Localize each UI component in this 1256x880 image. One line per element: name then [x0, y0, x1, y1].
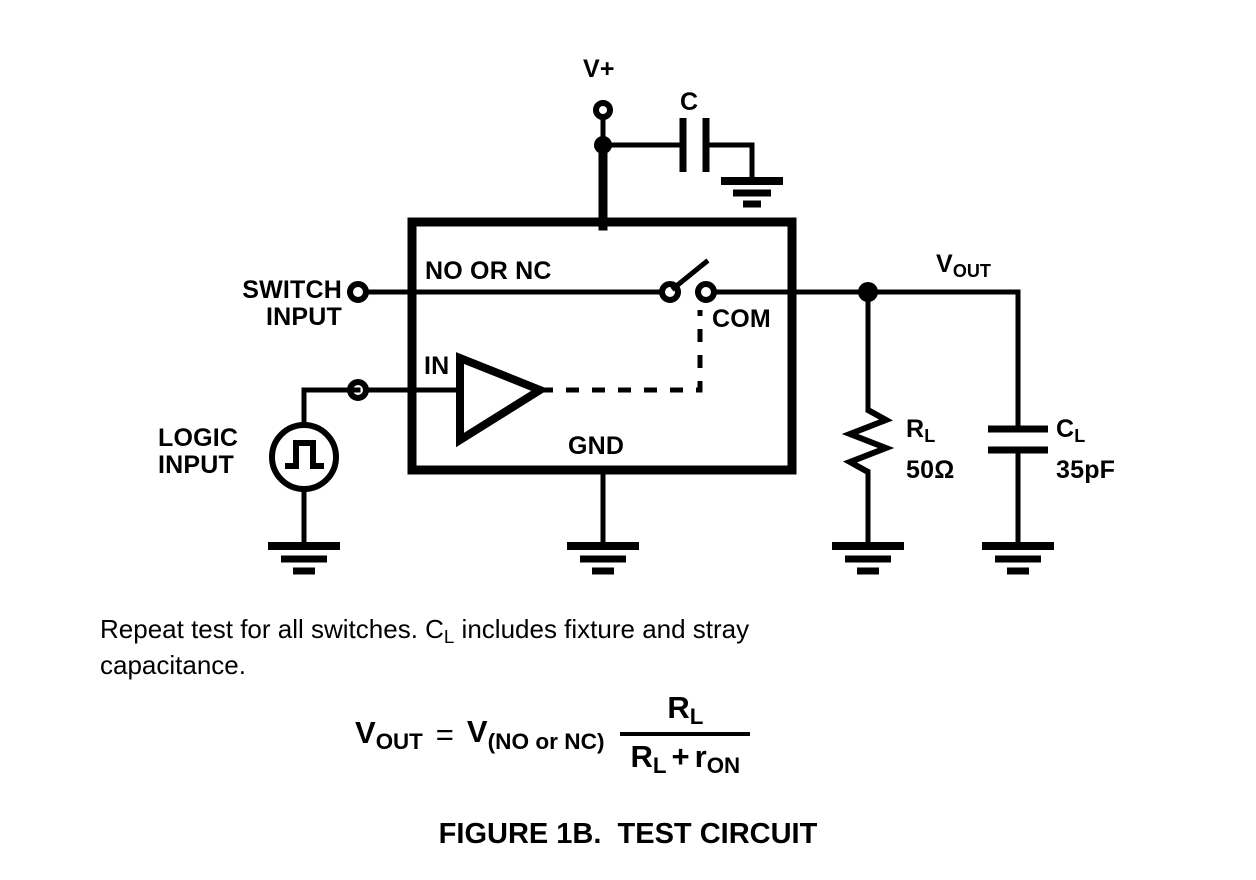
formula-equals: = — [435, 716, 454, 752]
label-cl-value: 35pF — [1056, 456, 1116, 484]
formula-numerator-sub: L — [689, 704, 704, 730]
label-rl-sub: L — [924, 426, 936, 447]
label-cl-main: C — [1056, 415, 1075, 443]
note-line-1: Repeat test for all switches. CL include… — [100, 612, 749, 650]
label-in-pin: IN — [424, 352, 450, 380]
formula-numerator: RL — [657, 690, 713, 732]
ground-symbol-rl — [832, 542, 904, 575]
formula-fraction-bar — [620, 732, 751, 737]
label-switch-input-line2: INPUT — [266, 303, 342, 331]
label-vout: VOUT — [936, 250, 991, 281]
label-logic-input-line1: LOGIC — [158, 424, 239, 452]
label-cl: CL — [1056, 415, 1085, 446]
formula-rhs-voltage: V(NO or NC) — [467, 714, 605, 755]
label-rl: RL — [906, 415, 935, 446]
label-vout-sub: OUT — [952, 261, 991, 282]
label-cl-sub: L — [1074, 426, 1086, 447]
note-line-1-subscript: L — [443, 626, 455, 648]
formula-denominator-a-sub: L — [652, 753, 667, 779]
switch-actuator-dashed-link — [540, 310, 703, 393]
formula-denominator-b-main: r — [694, 739, 707, 775]
formula-denominator-plus: + — [671, 739, 690, 775]
note-line-1-part-b: includes fixture and stray — [454, 614, 750, 644]
buffer-amplifier-symbol — [456, 352, 549, 448]
formula-lhs-sub: OUT — [375, 728, 423, 754]
switch-blade — [670, 258, 710, 292]
formula-fraction: RL RL+rON — [620, 690, 751, 779]
label-v-plus: V+ — [583, 55, 615, 83]
ground-symbol-ic — [567, 542, 639, 575]
label-rl-main: R — [906, 415, 925, 443]
label-vout-main: V — [936, 250, 953, 278]
ground-symbol-logic-source — [268, 542, 340, 575]
label-switch-input-line1: SWITCH — [242, 276, 342, 304]
formula-denominator-a-main: R — [630, 739, 653, 775]
label-cap-c: C — [680, 88, 699, 116]
ground-symbol-cap-c — [721, 177, 783, 208]
label-com-pin: COM — [712, 305, 771, 333]
formula-vout: VOUT = V(NO or NC) RL RL+rON — [355, 690, 751, 779]
formula-numerator-main: R — [667, 690, 690, 725]
figure-caption: FIGURE 1B. TEST CIRCUIT — [438, 818, 818, 850]
formula-rhs-main: V — [466, 714, 488, 750]
note-line-2: capacitance. — [100, 650, 246, 680]
formula-lhs: VOUT — [355, 715, 423, 755]
formula-rhs-sub: (NO or NC) — [487, 729, 605, 755]
label-rl-value: 50Ω — [906, 456, 955, 484]
note-line-1-part-a: Repeat test for all switches. C — [100, 614, 444, 644]
ground-symbol-cl — [982, 542, 1054, 575]
label-gnd-pin: GND — [568, 432, 625, 460]
resistor-rl-symbol — [841, 407, 895, 475]
formula-denominator: RL+rON — [620, 736, 750, 779]
formula-lhs-main: V — [355, 714, 376, 750]
label-logic-input-line2: INPUT — [158, 451, 234, 479]
pulse-waveform-icon — [285, 440, 324, 469]
pulse-generator-symbol — [269, 422, 339, 492]
formula-denominator-b-sub: ON — [706, 753, 741, 779]
label-no-or-nc: NO OR NC — [425, 257, 552, 285]
